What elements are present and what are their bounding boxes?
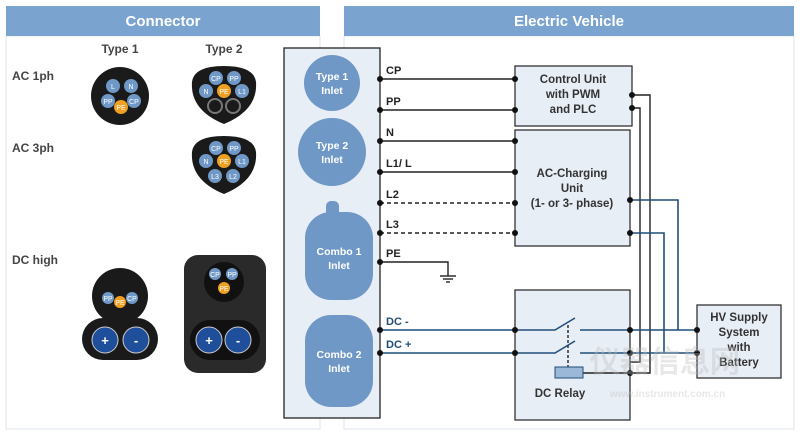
- svg-text:N: N: [203, 89, 208, 96]
- wire-label-l3: L3: [386, 219, 399, 231]
- dc-wires: [380, 199, 697, 354]
- svg-text:with: with: [727, 342, 751, 354]
- svg-text:Inlet: Inlet: [321, 85, 343, 97]
- svg-text:L1: L1: [238, 89, 246, 96]
- combo2-connector: CP PP PE + -: [184, 255, 266, 373]
- svg-text:-: -: [236, 333, 240, 348]
- svg-text:L2: L2: [229, 174, 237, 181]
- combo1-inlet: Combo 1 Inlet: [305, 201, 373, 300]
- column-type1: Type 1: [101, 42, 138, 56]
- junction-dots: [377, 76, 700, 376]
- svg-text:HV Supply: HV Supply: [710, 312, 768, 324]
- svg-text:CP: CP: [211, 76, 221, 83]
- hv-supply-box: [696, 304, 782, 379]
- wire-label-l2: L2: [386, 189, 399, 201]
- svg-text:CP: CP: [210, 272, 220, 279]
- svg-text:Combo 2: Combo 2: [317, 349, 362, 361]
- svg-text:PE: PE: [219, 89, 229, 96]
- svg-text:Inlet: Inlet: [328, 363, 350, 375]
- wire-label-dc-plus: DC +: [386, 339, 411, 351]
- watermark: 仪器信息网 www.instrument.com.cn: [589, 345, 740, 400]
- svg-text:Combo 1: Combo 1: [317, 246, 362, 258]
- combo2-inlet: Combo 2 Inlet: [305, 315, 373, 407]
- svg-text:+: +: [101, 333, 109, 348]
- dc-relay-box: [514, 289, 631, 421]
- svg-text:CP: CP: [211, 146, 221, 153]
- type1-inlet: Type 1 Inlet: [304, 55, 360, 111]
- control-unit-box: [514, 65, 633, 127]
- svg-text:Battery: Battery: [719, 357, 759, 369]
- wire-label-dc-minus: DC -: [386, 316, 409, 328]
- svg-text:(1- or 3- phase): (1- or 3- phase): [531, 198, 614, 210]
- svg-text:PP: PP: [227, 272, 237, 279]
- svg-text:CP: CP: [129, 99, 139, 106]
- svg-text:N: N: [128, 84, 133, 91]
- svg-text:and PLC: and PLC: [550, 104, 597, 116]
- svg-text:N: N: [203, 159, 208, 166]
- svg-text:PP: PP: [103, 99, 113, 106]
- relay-coil: [554, 366, 584, 379]
- connector-header: [6, 6, 320, 36]
- type2-ac3-connector: CP PP N PE L1 L3 L2: [191, 136, 257, 194]
- combo1-connector: PP PE CP + -: [82, 268, 158, 360]
- wire-label-l1: L1/ L: [386, 158, 412, 170]
- row-ac3ph: AC 3ph: [12, 141, 54, 155]
- vehicle-header: [344, 6, 794, 36]
- svg-text:-: -: [134, 333, 138, 348]
- wire-label-pp: PP: [386, 96, 401, 108]
- svg-text:AC-Charging: AC-Charging: [537, 168, 608, 180]
- wire-label-cp: CP: [386, 65, 401, 77]
- svg-text:L: L: [111, 84, 115, 91]
- row-ac1ph: AC 1ph: [12, 69, 54, 83]
- column-type2: Type 2: [205, 42, 242, 56]
- ac-charging-unit-box: [514, 129, 631, 247]
- wire-label-pe: PE: [386, 248, 401, 260]
- svg-text:PE: PE: [219, 286, 229, 293]
- svg-text:Type 2: Type 2: [316, 140, 349, 152]
- svg-text:+: +: [205, 333, 213, 348]
- type2-inlet: Type 2 Inlet: [298, 118, 366, 186]
- vehicle-title: Electric Vehicle: [514, 13, 624, 30]
- svg-text:Inlet: Inlet: [328, 260, 350, 272]
- connector-panel: [5, 35, 321, 430]
- svg-text:System: System: [719, 327, 760, 339]
- svg-text:Control Unit: Control Unit: [540, 74, 607, 86]
- svg-text:Unit: Unit: [561, 183, 584, 195]
- svg-text:L1: L1: [238, 159, 246, 166]
- svg-text:PP: PP: [229, 146, 239, 153]
- type2-ac1-connector: CP PP N PE L1: [191, 66, 257, 124]
- connector-title: Connector: [126, 13, 201, 30]
- wire-label-n: N: [386, 127, 394, 139]
- svg-text:CP: CP: [127, 296, 137, 303]
- svg-text:PE: PE: [219, 159, 229, 166]
- svg-text:L3: L3: [211, 174, 219, 181]
- svg-text:PE: PE: [116, 105, 126, 112]
- svg-text:PP: PP: [229, 76, 239, 83]
- ac-wires: [380, 78, 651, 374]
- svg-text:www.instrument.com.cn: www.instrument.com.cn: [609, 389, 725, 400]
- svg-text:仪器信息网: 仪器信息网: [589, 345, 740, 379]
- row-dchigh: DC high: [12, 253, 58, 267]
- svg-text:Inlet: Inlet: [321, 154, 343, 166]
- svg-text:with PWM: with PWM: [545, 89, 600, 101]
- svg-text:Type 1: Type 1: [316, 71, 349, 83]
- svg-text:PE: PE: [115, 300, 125, 307]
- type1-connector: L N PP PE CP: [91, 67, 149, 125]
- svg-text:PP: PP: [103, 296, 113, 303]
- dc-relay-label: DC Relay: [535, 388, 586, 400]
